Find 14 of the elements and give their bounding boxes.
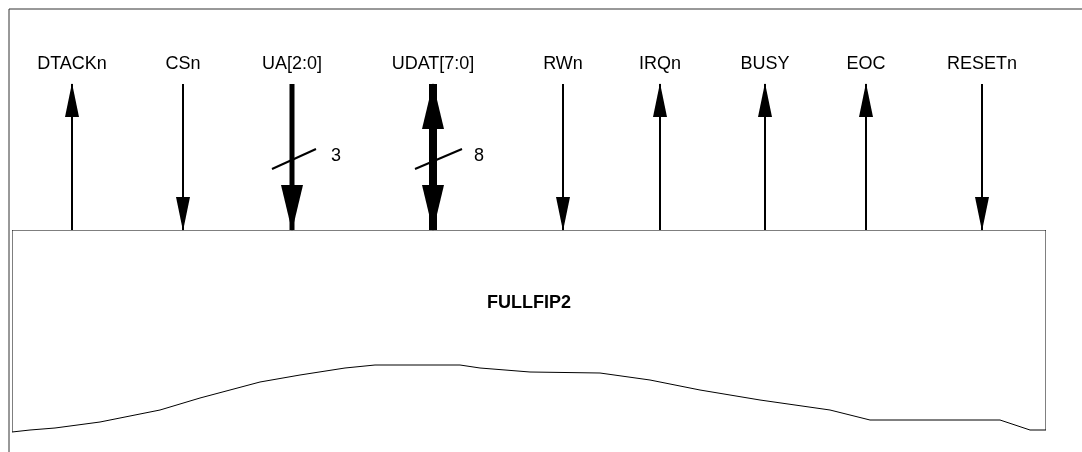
arrow: [556, 83, 570, 231]
arrow: [758, 83, 772, 231]
arrow: [653, 83, 667, 231]
arrow: [859, 83, 873, 231]
arrow: [65, 83, 79, 231]
arrow: [281, 84, 303, 231]
arrow: [422, 83, 444, 231]
arrow: [975, 83, 989, 231]
block-box: [12, 230, 1046, 436]
bus-width-label: 3: [331, 146, 341, 164]
bus-width-label: 8: [474, 146, 484, 164]
signal-name: UDAT[7:0]: [373, 54, 493, 72]
arrow: [176, 83, 190, 231]
block-name: FULLFIP2: [486, 291, 572, 314]
